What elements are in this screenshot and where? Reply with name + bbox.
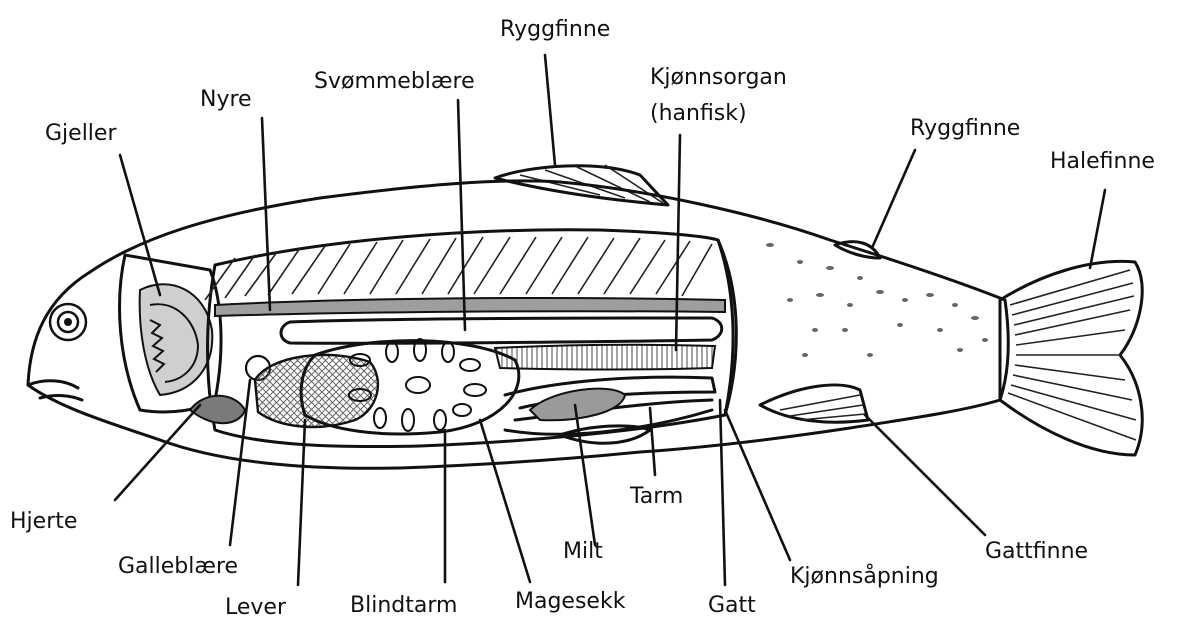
gonad xyxy=(495,345,715,370)
body-spots xyxy=(766,243,988,357)
label-nyre: Nyre xyxy=(200,87,252,112)
label-kjonnsorgan: Kjønnsorgan xyxy=(650,65,787,90)
label-hanfisk: (hanfisk) xyxy=(650,101,747,126)
tail-fin xyxy=(1000,261,1142,455)
label-hjerte: Hjerte xyxy=(10,509,77,534)
label-kjonnsapning: Kjønnsåpning xyxy=(790,563,939,589)
label-halefinne: Halefinne xyxy=(1050,149,1155,174)
label-gjeller: Gjeller xyxy=(45,121,117,146)
ribs xyxy=(205,237,712,300)
label-ryggfinne-top: Ryggfinne xyxy=(500,17,610,42)
label-svommeblaere: Svømmeblære xyxy=(314,69,475,94)
gills xyxy=(140,284,213,395)
swim-bladder xyxy=(281,318,722,343)
kidney xyxy=(215,298,725,316)
label-magesekk: Magesekk xyxy=(515,589,626,614)
label-milt: Milt xyxy=(563,539,603,564)
label-blindtarm: Blindtarm xyxy=(350,593,457,618)
label-lever: Lever xyxy=(225,595,287,620)
label-gatt: Gatt xyxy=(708,593,756,618)
label-galleblaere: Galleblære xyxy=(118,554,238,579)
label-tarm: Tarm xyxy=(629,484,683,509)
label-gattfinne: Gattfinne xyxy=(985,539,1088,564)
label-ryggfinne-right: Ryggfinne xyxy=(910,116,1020,141)
heart xyxy=(190,396,245,423)
eye xyxy=(50,304,86,340)
anal-fin xyxy=(760,385,868,422)
